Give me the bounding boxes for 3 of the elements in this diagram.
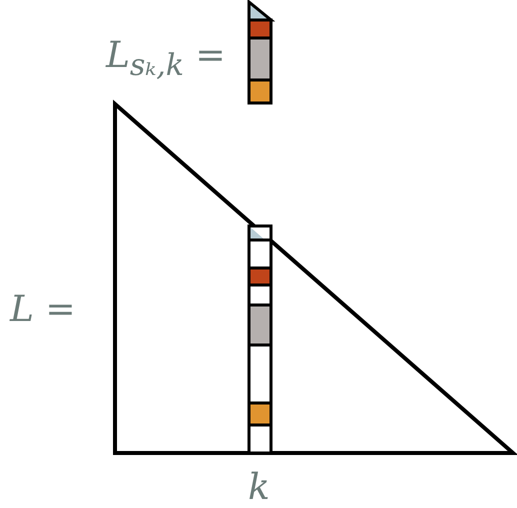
equation-label: L$_{sₖ,k}$ = xyxy=(106,38,226,82)
equation-label: L = xyxy=(10,292,76,328)
axis-label: k xyxy=(248,470,270,506)
